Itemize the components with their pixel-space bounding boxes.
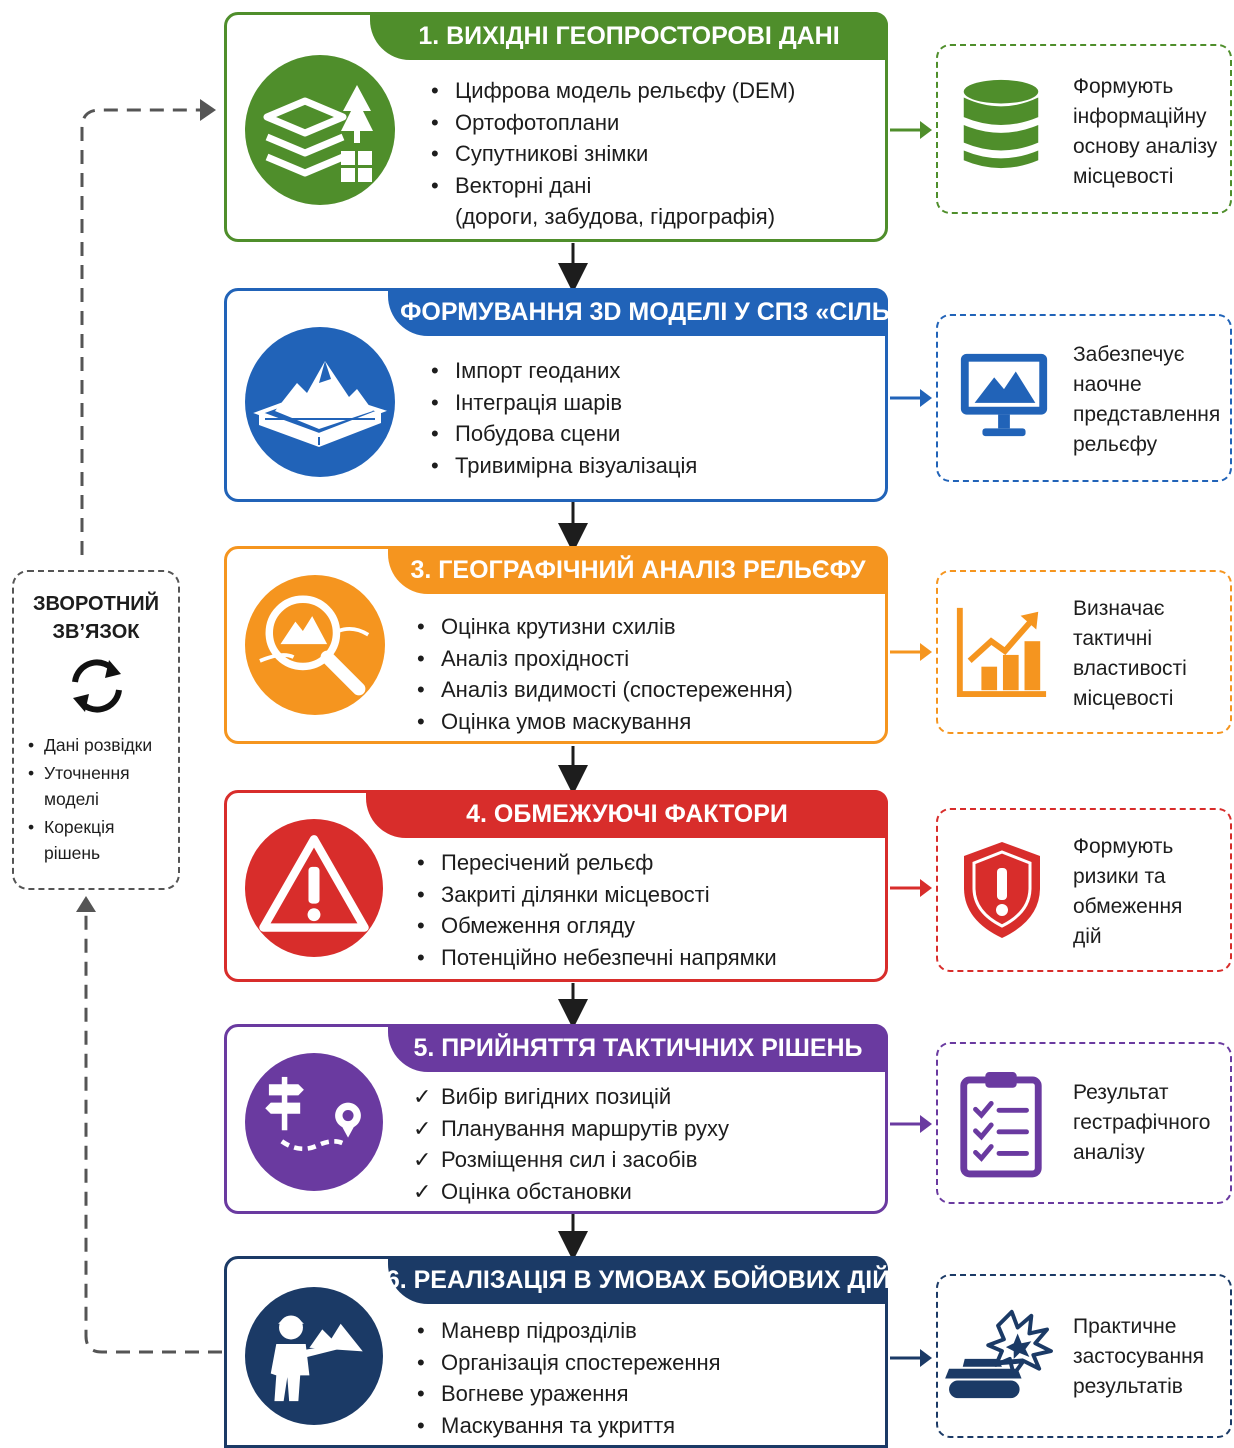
stage-4-item: Потенційно небезпечні напрямки [413,942,873,974]
stage-1-item-note: (дороги, забудова, гідрографія) [455,204,776,229]
stage-2-header: 2. ФОРМУВАННЯ 3D МОДЕЛІ У СПЗ «СІЛЬ» [372,288,904,336]
stage-4-item: Пересічений рельєф [413,847,873,879]
stage-1-box: 1. ВИХІДНІ ГЕОПРОСТОРОВІ ДАНІ Цифрова мо… [224,12,888,242]
stage-1-list: Цифрова модель рельєфу (DEM) Ортофотопла… [427,75,873,233]
output-arrow-5-head [920,1115,932,1133]
stage-6-box: 6. РЕАЛІЗАЦІЯ В УМОВАХ БОЙОВИХ ДІЙ Манев… [224,1256,890,1448]
stage-4-item: Обмеження огляду [413,910,873,942]
stage-5-list: Вибір вигідних позицій Планування маршру… [413,1081,873,1207]
soldier-mountain-icon [245,1287,383,1425]
tank-explosion-icon [942,1306,1058,1404]
output-box-2: Забезпечує наочне представлення рельєфу [936,314,1232,482]
output-text-4: Формують ризики та обмеження дій [1073,835,1183,948]
stage-2-item: Імпорт геоданих [427,355,873,387]
stage-3-list: Оцінка крутизни схилів Аналіз прохідност… [413,611,873,737]
stage-3-item: Оцінка умов маскування [413,706,873,738]
stage-5-item: Розміщення сил і засобів [413,1144,873,1176]
stage-6-header: 6. РЕАЛІЗАЦІЯ В УМОВАХ БОЙОВИХ ДІЙ [386,1256,890,1304]
stage-1-item-text: Векторні дані [455,172,592,198]
output-text-1: Формують інформаційну основу аналізу міс… [1073,75,1218,188]
feedback-line-bottom [84,908,222,1354]
feedback-arrow-bottom-head [76,896,96,912]
output-box-6: Практичне застосування результатів [936,1274,1232,1438]
layers-tree-icon [245,55,395,205]
database-icon [952,76,1050,174]
warning-triangle-icon [245,819,383,957]
feedback-item: Уточнення моделі [26,760,174,812]
magnifier-mountain-icon [245,575,385,715]
output-box-1: Формують інформаційну основу аналізу міс… [936,44,1232,214]
output-arrow-6-head [920,1349,932,1367]
output-text-6: Практичне застосування результатів [1073,1315,1205,1398]
stage-2-box: 2. ФОРМУВАННЯ 3D МОДЕЛІ У СПЗ «СІЛЬ» Імп… [224,288,904,502]
feedback-line-top [80,108,200,555]
feedback-item: Корекція рішень [26,814,174,866]
stage-4-item: Закриті ділянки місцевості [413,879,873,911]
stage-2-list: Імпорт геоданих Інтеграція шарів Побудов… [427,355,873,481]
clipboard-checklist-icon [952,1068,1050,1180]
stage-3-item: Аналіз прохідності [413,643,873,675]
stage-3-box: 3. ГЕОГРАФІЧНИЙ АНАЛІЗ РЕЛЬЄФУ Оцінка кр… [224,546,888,744]
output-box-5: Результат гестрафічного аналізу [936,1042,1232,1204]
stage-5-item: Планування маршрутів руху [413,1113,873,1145]
feedback-arrow-top-head [200,99,216,121]
bar-chart-growth-icon [952,602,1050,700]
output-arrow-3-head [920,643,932,661]
output-box-3: Визначає тактичні властивості місцевості [936,570,1232,734]
stage-5-header: 5. ПРИЙНЯТТЯ ТАКТИЧНИХ РІШЕНЬ [388,1024,888,1072]
monitor-mountain-icon [952,346,1056,444]
stage-5-item: Оцінка обстановки [413,1176,873,1208]
stage-6-item: Маскування та укриття [413,1410,873,1442]
stage-1-item: Супутникові знімки [427,138,873,170]
stage-6-item: Маневр підрозділів [413,1315,873,1347]
feedback-item: Дані розвідки [26,732,174,758]
stage-4-header: 4. ОБМЕЖУЮЧІ ФАКТОРИ [366,790,888,838]
output-text-5: Результат гестрафічного аналізу [1073,1081,1211,1164]
output-text-3: Визначає тактичні властивості місцевості [1073,597,1187,710]
stage-1-item: Векторні дані (дороги, забудова, гідрогр… [427,170,873,233]
stage-5-box: 5. ПРИЙНЯТТЯ ТАКТИЧНИХ РІШЕНЬ Вибір вигі… [224,1024,888,1214]
stage-3-header: 3. ГЕОГРАФІЧНИЙ АНАЛІЗ РЕЛЬЄФУ [388,546,888,594]
stage-3-item: Оцінка крутизни схилів [413,611,873,643]
stage-5-item: Вибір вигідних позицій [413,1081,873,1113]
terrain-3d-icon [245,327,395,477]
feedback-title: ЗВОРОТНИЙ ЗВ’ЯЗОК [32,593,160,643]
stage-1-header: 1. ВИХІДНІ ГЕОПРОСТОРОВІ ДАНІ [370,12,888,60]
stage-6-list: Маневр підрозділів Організація спостереж… [413,1315,873,1441]
stage-4-list: Пересічений рельєф Закриті ділянки місце… [413,847,873,973]
refresh-cycle-icon [61,650,133,722]
signpost-route-icon [245,1053,383,1191]
output-arrow-4-head [920,879,932,897]
stage-1-item: Ортофотоплани [427,107,873,139]
feedback-box: ЗВОРОТНИЙ ЗВ’ЯЗОК Дані розвідки Уточненн… [12,570,180,890]
stage-3-item: Аналіз видимості (спостереження) [413,674,873,706]
stage-1-item: Цифрова модель рельєфу (DEM) [427,75,873,107]
stage-2-item: Побудова сцени [427,418,873,450]
output-arrow-1-head [920,121,932,139]
feedback-list: Дані розвідки Уточнення моделі Корекція … [26,732,174,868]
stage-6-item: Організація спостереження [413,1347,873,1379]
output-arrow-2-head [920,389,932,407]
stage-2-item: Тривимірна візуалізація [427,450,873,482]
stage-4-box: 4. ОБМЕЖУЮЧІ ФАКТОРИ Пересічений рельєф … [224,790,888,982]
shield-alert-icon [952,838,1052,942]
output-box-4: Формують ризики та обмеження дій [936,808,1232,972]
stage-6-item: Вогневе ураження [413,1378,873,1410]
output-text-2: Забезпечує наочне представлення рельєфу [1073,343,1221,456]
stage-2-item: Інтеграція шарів [427,387,873,419]
